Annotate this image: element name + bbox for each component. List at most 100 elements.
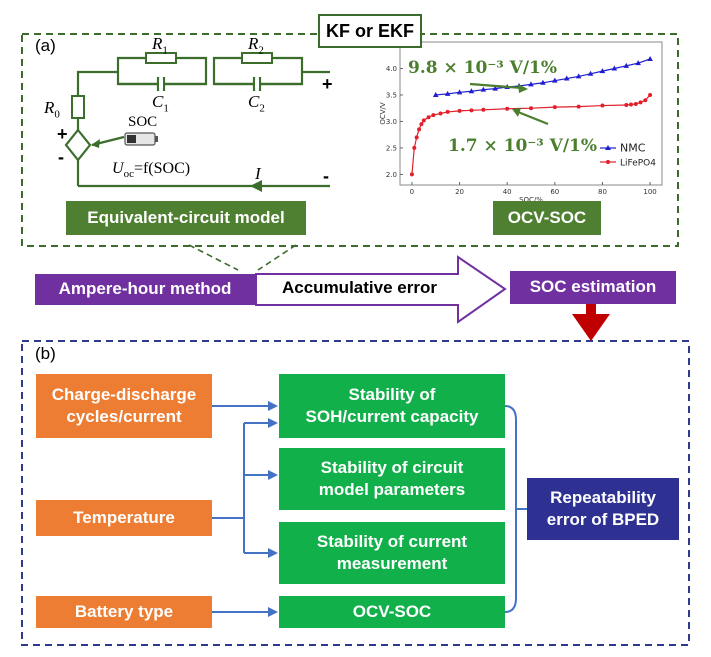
x-tick-label: 0 bbox=[410, 188, 414, 196]
capacitor-icons bbox=[118, 77, 302, 91]
circuit-diagram bbox=[64, 56, 330, 188]
plus-left-label: + bbox=[57, 124, 68, 144]
lfp-annotation-arrow bbox=[517, 110, 549, 126]
x-tick-label: 40 bbox=[503, 188, 512, 196]
r1-sub: 1 bbox=[162, 44, 168, 57]
red-down-arrow bbox=[572, 304, 610, 341]
plus-right-label: + bbox=[322, 74, 333, 94]
panel-b-label: (b) bbox=[35, 344, 56, 363]
nmc-annotation-arrowhead bbox=[518, 84, 528, 93]
current-arrow-icon bbox=[250, 180, 262, 192]
c1-label: C1 bbox=[152, 92, 169, 114]
minus-right-label: - bbox=[323, 166, 329, 186]
uoc-rest: =f(SOC) bbox=[133, 160, 191, 177]
r0-symbol: R bbox=[44, 98, 55, 117]
data-point-NMC bbox=[552, 77, 558, 83]
panel-a-label: (a) bbox=[35, 36, 56, 55]
data-point-LiFePO4 bbox=[648, 92, 653, 97]
c1-sub: 1 bbox=[163, 102, 169, 115]
connector-lines bbox=[212, 405, 527, 613]
zoom-lines bbox=[188, 244, 297, 271]
chart-plot-area bbox=[399, 41, 663, 186]
data-point-NMC bbox=[456, 89, 463, 95]
data-point-NMC bbox=[635, 60, 641, 66]
data-point-LiFePO4 bbox=[643, 98, 648, 103]
battery-icon bbox=[124, 132, 158, 146]
ocv-soc-chart: 0204060801002.02.53.03.54.04.5SOC/%OCV/V… bbox=[379, 39, 663, 204]
uoc-equation: Uoc=f(SOC) bbox=[112, 160, 190, 180]
c2-label: C2 bbox=[248, 92, 265, 114]
data-point-LiFePO4 bbox=[438, 111, 443, 116]
data-point-LiFePO4 bbox=[412, 145, 417, 150]
x-tick-label: 60 bbox=[550, 188, 559, 196]
c2-symbol: C bbox=[248, 92, 260, 111]
data-point-LiFePO4 bbox=[457, 108, 462, 113]
data-point-LiFePO4 bbox=[421, 118, 426, 123]
r2-symbol: R bbox=[248, 34, 259, 53]
legend-label-NMC: NMC bbox=[620, 142, 646, 155]
data-point-LiFePO4 bbox=[445, 109, 450, 114]
data-point-LiFePO4 bbox=[600, 103, 605, 108]
minus-left-label: - bbox=[58, 147, 64, 167]
data-point-LiFePO4 bbox=[419, 122, 424, 127]
data-point-NMC bbox=[563, 75, 570, 81]
current-label: I bbox=[255, 164, 261, 183]
y-tick-label: 3.0 bbox=[386, 118, 397, 126]
y-tick-label: 2.0 bbox=[386, 171, 397, 179]
data-point-NMC bbox=[480, 86, 487, 92]
legend-label-LiFePO4: LiFePO4 bbox=[620, 159, 656, 169]
chart-annotation-lfp: 1.7 × 10⁻³ V/1% bbox=[448, 136, 598, 156]
chart-annotation-nmc: 9.8 × 10⁻³ V/1% bbox=[408, 58, 558, 78]
data-point-LiFePO4 bbox=[417, 127, 422, 132]
y-axis-label: OCV/V bbox=[379, 102, 387, 125]
legend-marker-LiFePO4 bbox=[606, 160, 610, 164]
r0-label: R0 bbox=[44, 98, 60, 120]
c1-symbol: C bbox=[152, 92, 164, 111]
factor-temperature: Temperature bbox=[36, 500, 212, 536]
data-point-NMC bbox=[528, 81, 534, 87]
r1-symbol: R bbox=[152, 34, 163, 53]
data-point-LiFePO4 bbox=[529, 106, 533, 111]
y-tick-label: 2.5 bbox=[386, 144, 397, 152]
stability-circuit-box: Stability of circuit model parameters bbox=[279, 448, 505, 510]
data-point-LiFePO4 bbox=[629, 102, 634, 107]
ocv-soc-box: OCV-SOC bbox=[279, 596, 505, 628]
kf-ekf-header: KF or EKF bbox=[318, 14, 422, 48]
x-tick-label: 100 bbox=[643, 188, 656, 196]
soc-arrow-head bbox=[91, 139, 100, 148]
stability-measurement-box: Stability of current measurement bbox=[279, 522, 505, 584]
y-tick-label: 3.5 bbox=[386, 91, 397, 99]
data-point-NMC bbox=[647, 55, 653, 61]
data-point-LiFePO4 bbox=[505, 106, 510, 111]
data-point-LiFePO4 bbox=[624, 103, 629, 108]
accumulative-error-arrow bbox=[255, 255, 507, 324]
x-axis-label: SOC/% bbox=[519, 196, 543, 204]
data-point-NMC bbox=[623, 62, 630, 68]
data-point-NMC bbox=[432, 91, 439, 97]
resistor-icons bbox=[71, 52, 273, 119]
data-point-NMC bbox=[575, 73, 582, 79]
data-point-NMC bbox=[540, 79, 546, 85]
ecm-label-box: Equivalent-circuit model bbox=[66, 201, 306, 235]
r2-label: R2 bbox=[248, 34, 264, 56]
x-tick-label: 20 bbox=[455, 188, 464, 196]
factor-charge-discharge: Charge-discharge cycles/current bbox=[36, 374, 212, 438]
data-point-LiFePO4 bbox=[638, 100, 643, 105]
data-point-LiFePO4 bbox=[469, 108, 474, 113]
data-point-NMC bbox=[599, 68, 606, 74]
ocv-soc-label-box: OCV-SOC bbox=[493, 201, 601, 235]
y-tick-label: 4.0 bbox=[386, 65, 397, 73]
data-point-LiFePO4 bbox=[576, 104, 581, 109]
data-point-LiFePO4 bbox=[414, 135, 419, 140]
x-tick-label: 80 bbox=[598, 188, 607, 196]
data-point-LiFePO4 bbox=[552, 105, 557, 110]
legend-marker-NMC bbox=[605, 145, 611, 150]
accumulative-error-label: Accumulative error bbox=[282, 278, 437, 297]
factor-battery-type: Battery type bbox=[36, 596, 212, 628]
lfp-annotation-arrowhead bbox=[512, 108, 521, 117]
data-point-NMC bbox=[444, 90, 451, 96]
data-point-NMC bbox=[587, 70, 594, 76]
data-point-LiFePO4 bbox=[409, 172, 414, 177]
panel-b-border bbox=[21, 340, 690, 646]
